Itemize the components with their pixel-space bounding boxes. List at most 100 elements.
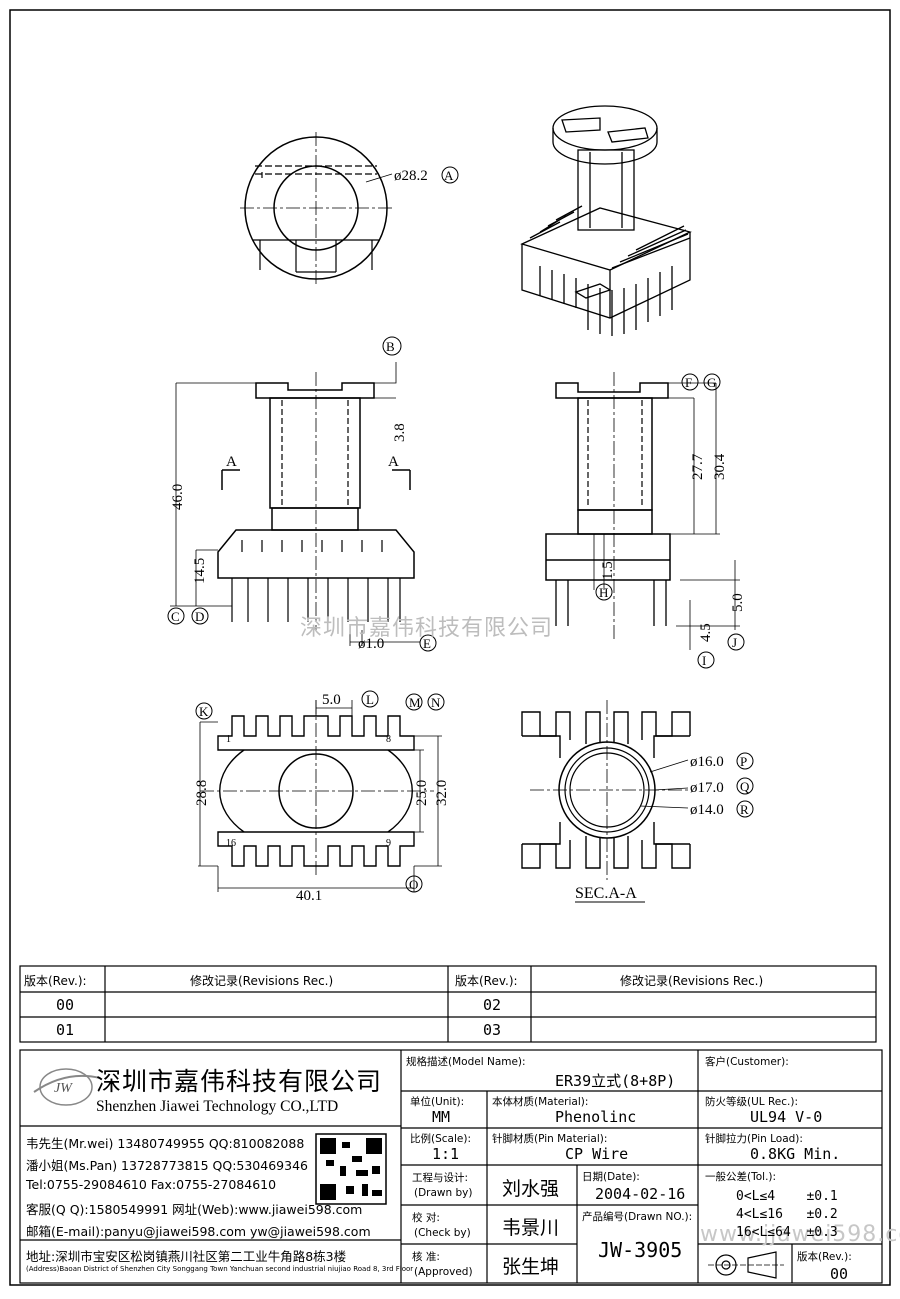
tol-label: 一般公差(Tol.):	[705, 1171, 777, 1183]
check-by: 韦景川	[502, 1217, 560, 1239]
bottom-view: 28.8 25.0 32.0 40.1 O 5.0 L K M N 8 1 16…	[194, 690, 450, 904]
contact-wei: 韦先生(Mr.wei) 13480749955 QQ:810082088	[26, 1136, 305, 1151]
dim-14-5: 14.5	[192, 558, 208, 584]
section-label: SEC.A-A	[575, 885, 637, 902]
pin-material-value: CP Wire	[565, 1145, 629, 1163]
label-d: D	[195, 609, 204, 624]
label-p: P	[740, 754, 747, 769]
model-label: 规格描述(Model Name):	[406, 1056, 526, 1068]
section-a-right: A	[388, 454, 399, 470]
dim-4-5: 4.5	[698, 623, 714, 642]
dim-3-8: 3.8	[392, 423, 408, 442]
top-view: ø28.2 A	[240, 132, 459, 284]
dim-dia-a: ø28.2	[394, 168, 428, 184]
label-g: G	[707, 375, 716, 390]
label-i: I	[702, 653, 706, 668]
dim-46: 46.0	[170, 484, 186, 510]
ul-label: 防火等级(UL Rec.):	[705, 1096, 798, 1108]
iso-view	[520, 105, 692, 336]
contact-pan: 潘小姐(Ms.Pan) 13728773815 QQ:530469346	[26, 1158, 308, 1173]
label-f: F	[685, 375, 692, 390]
label-k: K	[199, 704, 209, 719]
contact-email: 邮箱(E-mail):panyu@jiawei598.com yw@jiawei…	[26, 1224, 371, 1239]
dim-dia-e: ø1.0	[358, 636, 384, 652]
side-view: 27.7 30.4 F G 1.5 H 5.0 4.5 I J	[545, 372, 746, 669]
customer-label: 客户(Customer):	[705, 1056, 789, 1068]
address-en: (Address)Baoan District of Shenzhen City…	[26, 1265, 414, 1273]
label-h: H	[599, 585, 608, 600]
rev-header-left: 版本(Rev.):	[24, 974, 87, 988]
drawn-no-value: JW-3905	[598, 1238, 683, 1262]
pin-material-label: 针脚材质(Pin Material):	[492, 1133, 608, 1145]
material-value: Phenolinc	[555, 1108, 637, 1126]
contact-tel-fax: Tel:0755-29084610 Fax:0755-27084610	[26, 1177, 277, 1192]
rev-value: 00	[830, 1265, 849, 1283]
rec-header-left: 修改记录(Revisions Rec.)	[190, 974, 334, 988]
label-j: J	[732, 635, 737, 650]
tol-row-3: 16<L≤64 ±0.3	[736, 1225, 838, 1240]
title-block: JW	[19, 1049, 883, 1284]
pin-8: 8	[386, 734, 391, 745]
material-label: 本体材质(Material):	[492, 1096, 589, 1108]
approve-label-cn: 核 准:	[412, 1251, 440, 1263]
date-label: 日期(Date):	[582, 1171, 640, 1183]
rec-header-right: 修改记录(Revisions Rec.)	[620, 974, 764, 988]
label-a-top: A	[444, 168, 454, 183]
rev-label: 版本(Rev.):	[797, 1251, 852, 1263]
model-value: ER39立式(8+8P)	[555, 1072, 676, 1090]
rev-00: 00	[56, 996, 75, 1014]
dim-30-4: 30.4	[712, 453, 728, 480]
dim-5-0-top: 5.0	[322, 692, 341, 708]
label-r: R	[740, 802, 749, 817]
dim-dia-q: ø17.0	[690, 780, 724, 796]
rev-02: 02	[483, 996, 502, 1014]
address-cn: 地址:深圳市宝安区松岗镇燕川社区第二工业牛角路8栋3楼	[26, 1249, 347, 1264]
label-q: Q	[740, 779, 750, 794]
check-label-cn: 校 对:	[412, 1212, 440, 1224]
dim-5-0-side: 5.0	[730, 593, 746, 612]
dim-28-8: 28.8	[194, 780, 210, 806]
revision-table	[19, 965, 877, 1043]
drawn-no-label: 产品编号(Drawn NO.):	[582, 1211, 693, 1223]
unit-value: MM	[432, 1108, 451, 1126]
scale-value: 1:1	[432, 1145, 460, 1163]
check-label-en: (Check by)	[414, 1227, 471, 1239]
dim-25-0: 25.0	[414, 780, 430, 806]
label-e: E	[423, 636, 431, 651]
date-value: 2004-02-16	[595, 1185, 686, 1203]
label-c: C	[171, 609, 180, 624]
dim-27-7: 27.7	[690, 453, 706, 480]
pin-load-value: 0.8KG Min.	[750, 1145, 841, 1163]
label-m: M	[409, 695, 421, 710]
dim-dia-r: ø14.0	[690, 802, 724, 818]
label-l: L	[366, 692, 374, 707]
company-name-cn: 深圳市嘉伟科技有限公司	[96, 1067, 383, 1096]
dim-32-0: 32.0	[434, 780, 450, 806]
label-n: N	[431, 695, 441, 710]
logo-text: JW	[54, 1081, 73, 1096]
drawn-by: 刘水强	[502, 1178, 560, 1200]
pin-16: 16	[226, 838, 236, 849]
drawn-label-cn: 工程与设计:	[412, 1172, 469, 1184]
section-view: ø16.0 ø17.0 ø14.0 P Q R SEC.A-A	[521, 700, 754, 903]
approved-by: 张生坤	[502, 1256, 560, 1278]
dim-1-5: 1.5	[600, 561, 616, 580]
front-view: A A 46.0 14.5 3.8 B C D ø1.0 E	[167, 336, 437, 652]
rev-header-right: 版本(Rev.):	[455, 974, 518, 988]
ul-value: UL94 V-0	[750, 1108, 823, 1126]
label-b: B	[386, 339, 395, 354]
rev-03: 03	[483, 1021, 502, 1039]
company-name-en: Shenzhen Jiawei Technology CO.,LTD	[96, 1098, 339, 1115]
watermark-corner: www.jjawei598.com	[700, 1222, 900, 1247]
drawn-label-en: (Drawn by)	[414, 1187, 473, 1199]
approve-label-en: (Approved)	[414, 1266, 473, 1278]
unit-label: 单位(Unit):	[410, 1096, 465, 1108]
section-a-left: A	[226, 454, 237, 470]
sheet-border	[9, 9, 891, 1286]
tol-row-1: 0<L≤4 ±0.1	[736, 1189, 838, 1204]
watermark-center: 深圳市嘉伟科技有限公司	[300, 616, 554, 641]
scale-label: 比例(Scale):	[410, 1133, 471, 1145]
pin-9: 9	[386, 838, 391, 849]
rev-01: 01	[56, 1021, 75, 1039]
